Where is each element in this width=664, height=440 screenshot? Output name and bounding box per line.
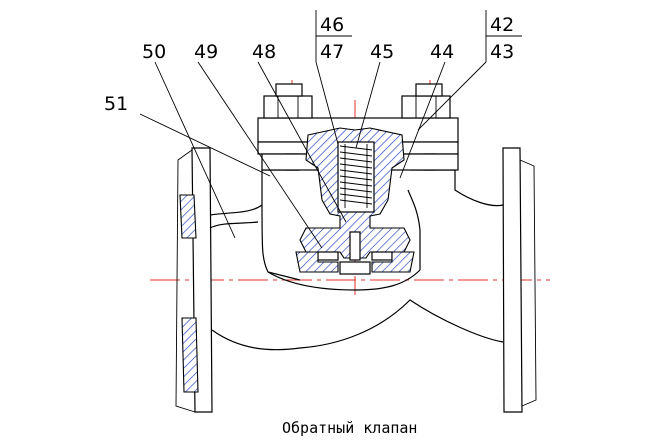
callout-47: 47: [320, 41, 344, 63]
left-flange: [175, 147, 213, 413]
cover-and-bolts: [257, 83, 459, 171]
callout-46: 46: [320, 14, 344, 36]
drawing-caption: Обратный клапан: [282, 419, 417, 437]
valve-body: [209, 169, 504, 351]
callout-43: 43: [490, 41, 514, 63]
callout-51: 51: [104, 93, 128, 115]
callout-44: 44: [430, 41, 454, 63]
callout-45: 45: [370, 41, 394, 63]
callout-48: 48: [252, 41, 276, 63]
callout-49: 49: [194, 41, 218, 63]
callout-42: 42: [490, 14, 514, 36]
spring: [339, 144, 373, 208]
callout-labels: 50 49 48 45 44 51 46 47 42 43: [104, 14, 514, 115]
right-flange: [502, 147, 537, 413]
disc-and-seat: [295, 231, 415, 275]
callout-50: 50: [142, 41, 166, 63]
leader-lines: [139, 10, 522, 249]
